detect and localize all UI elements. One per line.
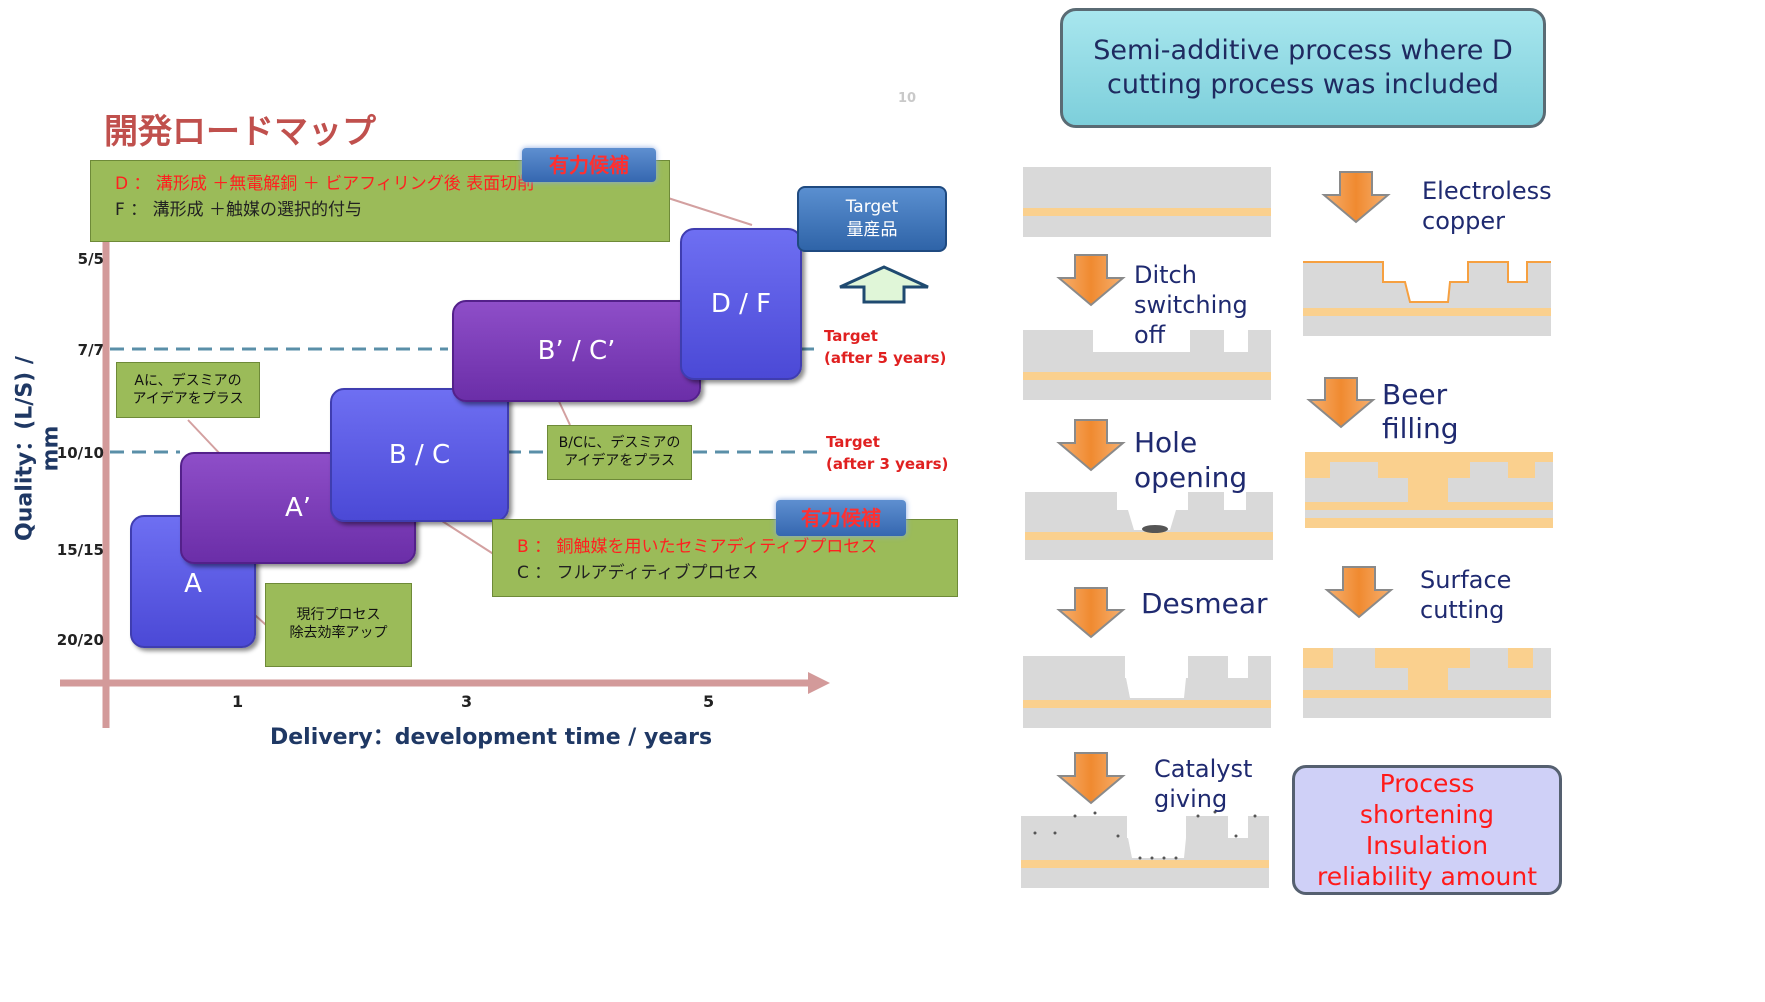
roadmap-title: 開発ロードマップ	[104, 112, 376, 152]
target-mass-production-box: Target 量産品	[797, 186, 947, 252]
target3-line1: Target	[826, 433, 880, 451]
x-axis-label: Delivery：development time / years	[270, 725, 713, 750]
step-label-line: copper	[1422, 207, 1505, 235]
y-tick: 7/7	[77, 341, 104, 359]
x-axis-arrowhead	[808, 672, 830, 694]
legend-c: C ： フルアディティブプロセス	[517, 563, 759, 583]
step-label-line: Beer	[1382, 378, 1448, 411]
bc-note-line1: B/Cに、デスミアの	[558, 435, 681, 451]
process-line: reliability amount	[1316, 862, 1538, 891]
process-line: Insulation	[1365, 831, 1489, 860]
arrow-down-icon	[1324, 566, 1394, 619]
connector-top-legend	[667, 197, 753, 226]
process-benefit-box: Process shortening Insulation reliabilit…	[1292, 765, 1562, 895]
bottom-candidate-badge: 有力候補	[776, 500, 906, 536]
step-label-line: switching	[1134, 291, 1248, 319]
step-label-line: Surface	[1420, 566, 1512, 594]
y-tick: 10/10	[56, 444, 104, 462]
substrate-initial	[1023, 167, 1271, 237]
bc-note-box: B/Cに、デスミアの アイデアをプラス	[547, 425, 692, 480]
step-label-line: filling	[1382, 412, 1459, 445]
target-box-line2: 量産品	[846, 220, 898, 240]
substrate-electroless	[1303, 261, 1551, 336]
target3-line2: (after 3 years)	[826, 455, 949, 473]
top-candidate-badge: 有力候補	[522, 148, 656, 182]
current-note-line2: 除去効率アップ	[289, 625, 388, 641]
a-note-line2: アイデアをプラス	[132, 391, 244, 407]
step-desmear: Desmear	[1141, 587, 1268, 620]
legend-f: F ： 溝形成 ＋触媒の選択的付与	[115, 200, 362, 220]
step-label-line: Ditch	[1134, 261, 1197, 289]
current-note-line1: 現行プロセス	[296, 607, 381, 623]
phase-bc-prime: B’ / C’	[452, 300, 701, 402]
target-5-years: Target (after 5 years)	[824, 325, 946, 369]
x-tick: 3	[461, 692, 473, 711]
step-hole: Hole opening	[1134, 425, 1247, 495]
step-beer: Beer filling	[1382, 378, 1459, 446]
bc-note-line2: アイデアをプラス	[563, 453, 676, 469]
step-label-line: giving	[1154, 785, 1228, 813]
target-3-years: Target (after 3 years)	[826, 431, 948, 475]
y-tick: 5/5	[77, 250, 104, 268]
legend-d: D ： 溝形成 ＋無電解銅 ＋ ビアフィリング後 表面切削	[115, 174, 535, 194]
step-label-line: Catalyst	[1154, 755, 1253, 783]
step-label-line: off	[1134, 321, 1166, 349]
a-note-line1: Aに、デスミアの	[134, 373, 242, 389]
target5-line2: (after 5 years)	[824, 349, 947, 367]
substrate-hole	[1025, 492, 1273, 560]
arrow-down-icon	[1056, 419, 1126, 472]
step-electroless: Electroless copper	[1422, 176, 1552, 236]
a-note-box: Aに、デスミアの アイデアをプラス	[116, 362, 260, 418]
target5-line1: Target	[824, 327, 878, 345]
step-catalyst: Catalyst giving	[1154, 754, 1252, 814]
substrate-cut	[1303, 648, 1551, 718]
arrow-down-icon	[1056, 587, 1126, 639]
y-tick: 15/15	[56, 541, 104, 559]
step-label-line: opening	[1134, 461, 1248, 494]
substrate-filled	[1305, 452, 1553, 528]
connector-a-note	[187, 419, 223, 457]
step-label-line: Electroless	[1422, 177, 1552, 205]
semi-additive-header: Semi-additive process where D cutting pr…	[1060, 8, 1546, 128]
step-label-line: cutting	[1420, 596, 1505, 624]
phase-df: D / F	[680, 228, 802, 380]
y-tick: 20/20	[56, 631, 104, 649]
substrate-catalyst	[1021, 810, 1269, 888]
step-label-line: Hole	[1134, 426, 1198, 459]
arrow-down-icon	[1056, 254, 1126, 307]
substrate-ditch	[1023, 330, 1271, 400]
page-number: 10	[898, 91, 917, 106]
substrate-desmear	[1023, 656, 1271, 728]
up-arrow-icon	[839, 265, 929, 304]
arrow-down-icon	[1056, 752, 1126, 805]
arrow-down-icon	[1321, 171, 1391, 224]
current-note-box: 現行プロセス 除去効率アップ	[265, 583, 412, 667]
process-line: Process	[1379, 769, 1475, 798]
arrow-down-icon	[1306, 377, 1376, 429]
process-line: shortening	[1359, 800, 1495, 829]
target-box-line1: Target	[845, 197, 899, 217]
legend-b: B ： 銅触媒を用いたセミアディティブプロセス	[517, 537, 878, 557]
phase-bc: B / C	[330, 388, 509, 522]
step-surface: Surface cutting	[1420, 565, 1511, 625]
step-ditch: Ditch switching off	[1134, 260, 1248, 350]
x-tick: 5	[703, 692, 715, 711]
x-tick: 1	[232, 692, 244, 711]
